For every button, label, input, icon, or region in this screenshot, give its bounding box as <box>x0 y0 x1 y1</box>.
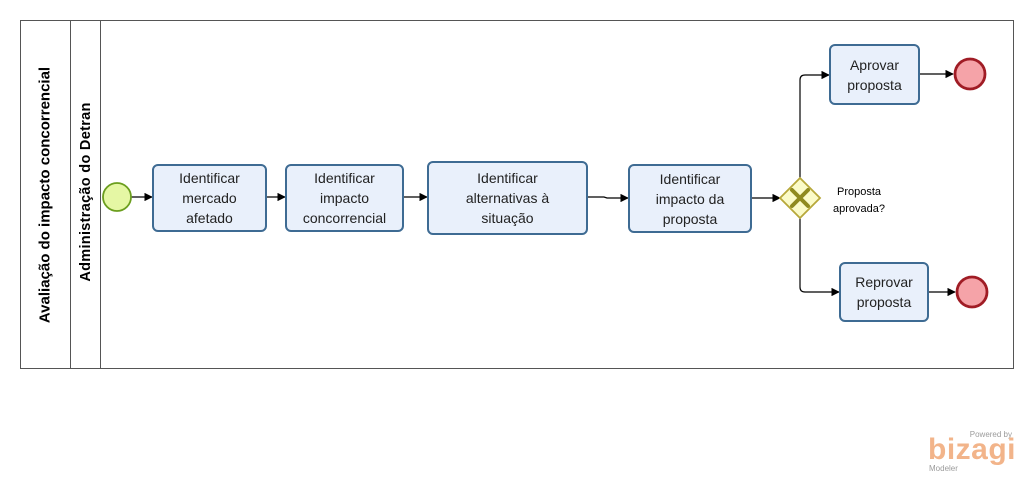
task-label: Identificar alternativas à situação <box>465 170 550 226</box>
lane-header <box>71 20 101 369</box>
task-identificar-impacto-concorrencial[interactable]: Identificar impacto concorrencial <box>285 164 404 232</box>
task-identificar-mercado-afetado[interactable]: Identificar mercado afetado <box>152 164 267 232</box>
task-aprovar-proposta[interactable]: Aprovar proposta <box>829 44 920 105</box>
task-label: Identificar impacto concorrencial <box>302 170 387 226</box>
flow-gateway-to-reject <box>799 218 840 297</box>
task-label: Identificar impacto da proposta <box>655 170 725 227</box>
flow-gateway-to-approve <box>799 70 830 178</box>
logo-brand-text: bizagi <box>928 433 1017 466</box>
task-label: Aprovar proposta <box>847 56 902 93</box>
task-label: Reprovar proposta <box>855 274 913 310</box>
flow-t3-to-t4 <box>588 193 629 203</box>
task-identificar-impacto-proposta[interactable]: Identificar impacto da proposta <box>628 164 752 233</box>
gateway-label: Proposta aprovada? <box>833 186 885 215</box>
start-event[interactable] <box>102 182 132 212</box>
pool-header <box>20 20 71 369</box>
gateway-x-icon <box>790 188 810 208</box>
logo-powered-text: Powered by <box>969 430 1012 439</box>
task-reprovar-proposta[interactable]: Reprovar proposta <box>839 262 929 322</box>
task-identificar-alternativas[interactable]: Identificar alternativas à situação <box>427 161 588 235</box>
end-event-approve[interactable] <box>953 57 987 91</box>
bizagi-logo: Powered by bizagi Modeler <box>926 428 1016 476</box>
end-event-reject[interactable] <box>955 275 989 309</box>
exclusive-gateway[interactable] <box>778 176 822 220</box>
pool <box>20 20 1014 369</box>
task-label: Identificar mercado afetado <box>179 170 240 226</box>
logo-product-text: Modeler <box>929 464 958 473</box>
